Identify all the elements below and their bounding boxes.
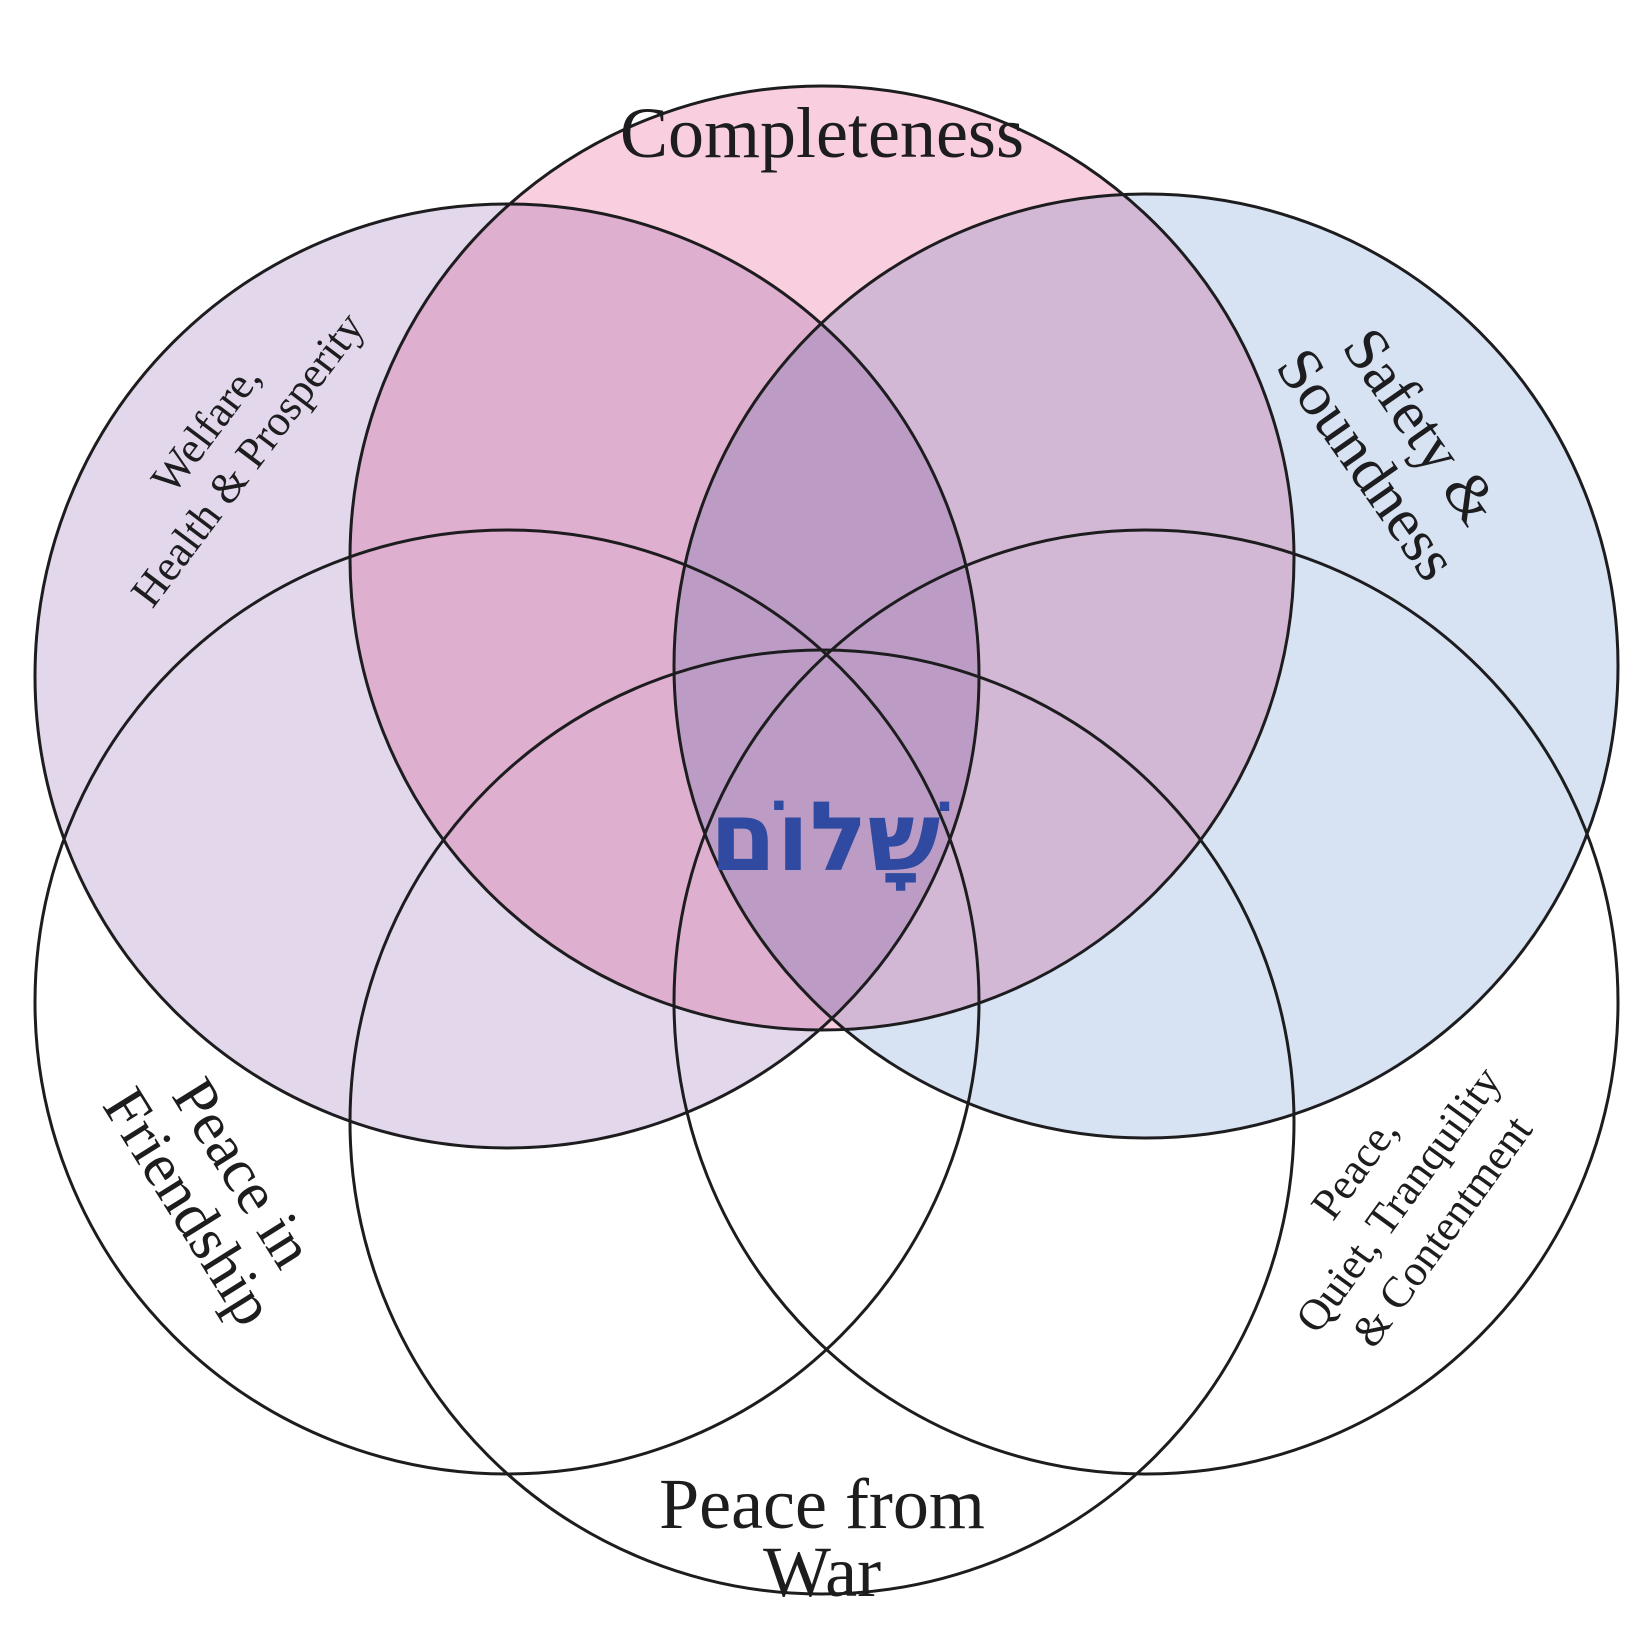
war-label-line-2: War <box>763 1532 881 1612</box>
circle-fills <box>35 86 1618 1148</box>
completeness-label: Completeness <box>620 93 1024 173</box>
circle-outlines <box>33 84 1620 1596</box>
safety-circle <box>672 192 1620 1140</box>
shalom-center-text: שָׁלוֹם <box>710 781 950 893</box>
tranquility-circle <box>672 528 1620 1476</box>
war-label-line-1: Peace from <box>659 1464 985 1544</box>
war-circle <box>348 648 1296 1596</box>
